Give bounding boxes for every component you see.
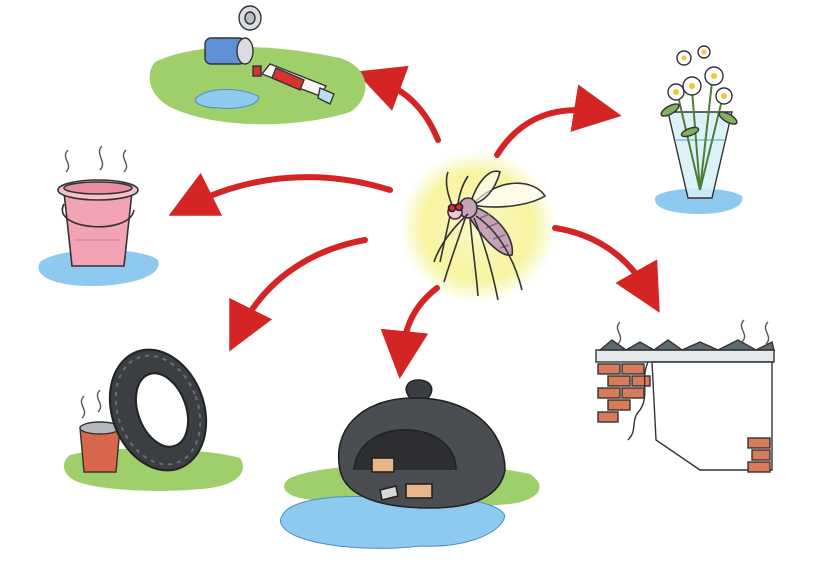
site-tire — [63, 348, 243, 491]
site-bucket — [38, 145, 159, 286]
site-vase — [655, 45, 743, 214]
arrow-to-tire — [229, 237, 368, 352]
water-puddle — [194, 89, 259, 109]
steam-lines — [616, 319, 770, 345]
broken-wall-icon — [595, 339, 775, 473]
steam-lines — [80, 389, 102, 419]
mosquito-group — [400, 151, 556, 303]
site-wall — [595, 319, 775, 473]
brick-pattern — [597, 363, 771, 473]
steam-lines — [64, 145, 128, 173]
site-trash-bag — [280, 379, 540, 549]
arrow-to-vase — [494, 84, 622, 158]
arrows — [168, 65, 660, 379]
grass-patch — [149, 46, 366, 125]
mosquito-icon — [433, 170, 547, 301]
site-cans-bottle — [149, 5, 366, 125]
water-puddle — [655, 188, 743, 214]
arrow-to-bucket — [168, 172, 393, 216]
arrow-to-wall — [552, 225, 660, 313]
bucket-icon — [57, 179, 139, 267]
trash-bag-icon — [337, 379, 506, 509]
flower-vase-icon — [660, 45, 738, 199]
small-bucket-icon — [79, 421, 121, 473]
tire-icon — [108, 348, 208, 472]
arrow-to-cans — [355, 65, 441, 143]
water-puddle — [38, 249, 159, 286]
arrow-to-trash — [380, 285, 440, 379]
discarded-can-bottle-icon — [204, 5, 335, 105]
